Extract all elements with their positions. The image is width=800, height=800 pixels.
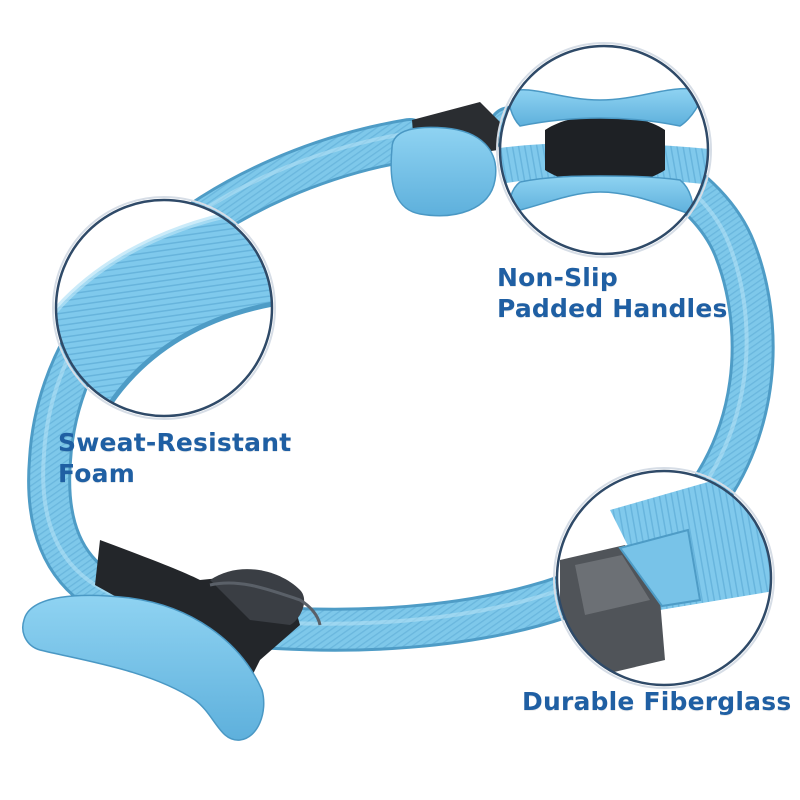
- bottom-handle: [22, 540, 322, 741]
- top-handle: [390, 102, 500, 217]
- fiberglass-label-line1: Durable Fiberglass: [522, 687, 792, 716]
- foam-zoom-icon: [52, 196, 276, 420]
- foam-callout-label: Sweat-Resistant Foam: [58, 427, 291, 489]
- fiberglass-zoom-icon: [553, 467, 775, 689]
- handles-callout-label: Non-Slip Padded Handles: [497, 262, 728, 324]
- handle-zoom-icon: [496, 42, 712, 258]
- foam-label-line1: Sweat-Resistant: [58, 428, 292, 457]
- foam-label-line2: Foam: [58, 459, 135, 488]
- handles-label-line2: Padded Handles: [497, 294, 728, 323]
- fiberglass-callout-label: Durable Fiberglass: [522, 686, 791, 717]
- handles-label-line1: Non-Slip: [497, 263, 618, 292]
